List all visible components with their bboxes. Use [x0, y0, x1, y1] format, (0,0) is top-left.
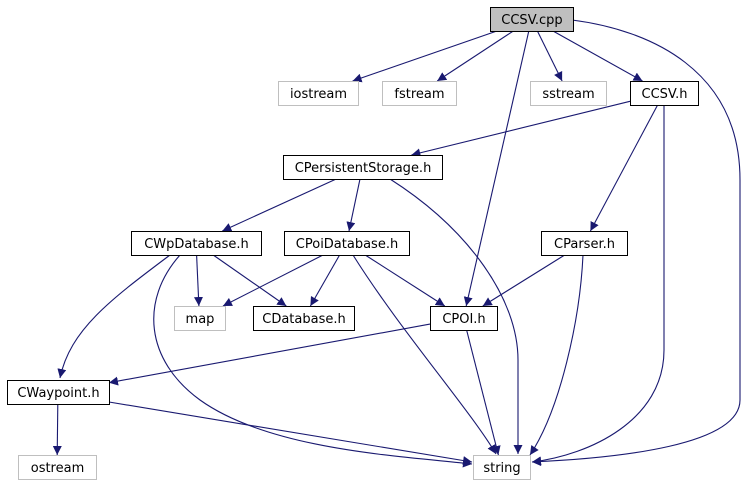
node-label: iostream: [290, 87, 347, 102]
edge-ccsv-h-to-cpersistentstorage-h: [411, 100, 631, 158]
node-label: CWaypoint.h: [17, 386, 99, 401]
node-label: CCSV.h: [642, 87, 688, 102]
node-label: CParser.h: [554, 237, 615, 252]
node-box: [278, 81, 359, 106]
edge-ccsv-cpp-to-sstream: [536, 30, 563, 82]
node-cwpdatabase-h[interactable]: CWpDatabase.h: [131, 231, 262, 256]
node-box: [253, 306, 355, 331]
node-sstream: sstream: [530, 81, 607, 106]
node-ccsv-cpp[interactable]: CCSV.cpp: [490, 7, 574, 32]
node-box: [530, 81, 607, 106]
node-ccsv-h[interactable]: CCSV.h: [630, 81, 699, 106]
edge-cpoidatabase-h-to-string: [352, 254, 497, 455]
node-label: CPersistentStorage.h: [295, 161, 432, 176]
node-cpoidatabase-h[interactable]: CPoiDatabase.h: [284, 231, 410, 256]
node-box: [284, 231, 410, 256]
edge-cwpdatabase-h-to-map: [193, 254, 203, 307]
edge-cpersistentstorage-h-to-cwpdatabase-h: [222, 178, 337, 232]
edge-ccsv-cpp-to-ccsv-h: [552, 30, 643, 82]
edge-cpoi-h-to-string: [466, 329, 501, 456]
node-box: [131, 231, 262, 256]
node-label: string: [483, 461, 520, 476]
node-cdatabase-h[interactable]: CDatabase.h: [253, 306, 355, 331]
node-fstream: fstream: [382, 81, 457, 106]
node-label: CDatabase.h: [262, 312, 345, 327]
node-iostream: iostream: [278, 81, 359, 106]
node-map: map: [174, 306, 226, 331]
node-cpersistentstorage-h[interactable]: CPersistentStorage.h: [283, 155, 443, 180]
edge-cpersistentstorage-h-to-cpoidatabase-h: [346, 178, 361, 232]
edge-ccsv-cpp-to-iostream: [352, 30, 498, 83]
edge-cparser-h-to-string: [529, 254, 584, 456]
node-cpoi-h[interactable]: CPOI.h: [430, 306, 498, 331]
edge-cwaypoint-h-to-ostream: [52, 403, 62, 456]
node-box: [18, 455, 97, 480]
edge-cpoidatabase-h-to-cdatabase-h: [309, 254, 341, 307]
node-box: [283, 155, 443, 180]
edge-cparser-h-to-cpoi-h: [482, 254, 565, 307]
node-box: [430, 306, 498, 331]
edge-ccsv-h-to-string: [531, 105, 665, 466]
edge-ccsv-h-to-cparser-h: [589, 104, 659, 232]
edge-cpoidatabase-h-to-map: [222, 254, 324, 307]
node-label: CCSV.cpp: [501, 13, 562, 28]
nodes-layer: CCSV.cpp iostream fstream sstream CCSV.hCPer…: [7, 7, 699, 480]
edge-cwpdatabase-h-to-cwaypoint-h: [57, 254, 171, 379]
node-box: [473, 455, 531, 480]
node-cwaypoint-h[interactable]: CWaypoint.h: [7, 380, 110, 405]
edges-layer: [52, 19, 741, 468]
node-box: [382, 81, 457, 106]
node-box: [174, 306, 226, 331]
node-box: [630, 81, 699, 106]
node-box: [490, 7, 574, 32]
node-string: string: [473, 455, 531, 480]
node-ostream: ostream: [18, 455, 97, 480]
node-cparser-h[interactable]: CParser.h: [541, 231, 628, 256]
edge-cwpdatabase-h-to-cdatabase-h: [212, 254, 287, 307]
node-label: sstream: [542, 87, 594, 102]
edge-ccsv-cpp-to-cpoi-h: [463, 30, 530, 307]
edge-cpoi-h-to-cwaypoint-h: [108, 323, 431, 386]
node-label: ostream: [31, 461, 85, 476]
edge-cwaypoint-h-to-string: [108, 401, 473, 465]
edge-cpersistentstorage-h-to-string: [389, 178, 523, 454]
node-label: CPOI.h: [442, 312, 485, 327]
node-label: CPoiDatabase.h: [296, 237, 398, 252]
edge-ccsv-cpp-to-string: [531, 19, 741, 467]
node-box: [7, 380, 110, 405]
node-box: [541, 231, 628, 256]
node-label: map: [186, 312, 215, 327]
edge-cwpdatabase-h-to-string: [153, 254, 473, 468]
edge-ccsv-cpp-to-fstream: [436, 30, 514, 82]
node-label: CWpDatabase.h: [144, 237, 249, 252]
edge-cpoidatabase-h-to-cpoi-h: [364, 254, 446, 307]
node-label: fstream: [394, 87, 444, 102]
